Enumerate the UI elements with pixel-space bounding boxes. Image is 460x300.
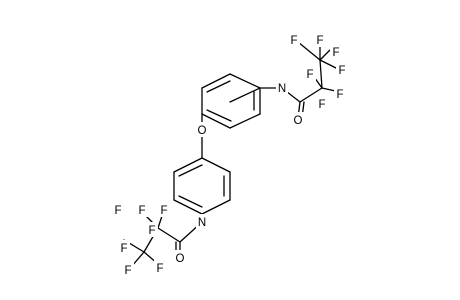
atom-labels: F F F F F F F N O O N O F F F F F F F xyxy=(112,32,348,277)
atom-Fn: F xyxy=(154,260,166,275)
atom-label: F xyxy=(114,205,121,217)
atom-label: F xyxy=(148,225,155,237)
bond xyxy=(206,80,231,93)
atom-Fd: F xyxy=(336,62,348,77)
atom-Fb: F xyxy=(314,32,326,47)
bond xyxy=(297,41,321,61)
atom-N1: N xyxy=(276,80,288,95)
atom-label: F xyxy=(160,205,167,217)
bond xyxy=(201,113,231,129)
atom-label: F xyxy=(138,205,145,217)
bond xyxy=(201,157,231,173)
bond xyxy=(229,87,261,103)
atom-Fc: F xyxy=(330,44,342,59)
atom-Oeth: O xyxy=(196,122,208,137)
atom-label: O xyxy=(294,115,303,127)
bond xyxy=(157,227,181,243)
atom-Fe: F xyxy=(304,66,316,81)
bond xyxy=(173,157,203,173)
atom-Fa: F xyxy=(288,32,300,47)
bond xyxy=(229,73,261,89)
atom-O2: O xyxy=(174,250,186,265)
bond xyxy=(206,109,232,122)
atom-label: F xyxy=(332,47,339,59)
bond xyxy=(229,113,261,129)
atom-label: O xyxy=(198,125,207,137)
atom-label: F xyxy=(306,69,313,81)
atom-Fk: F xyxy=(146,222,158,237)
atom-label: F xyxy=(318,99,325,111)
atom-Fi: F xyxy=(136,202,148,217)
bond xyxy=(178,164,203,177)
bond xyxy=(319,59,323,89)
atom-label: F xyxy=(290,35,297,47)
atom-label: F xyxy=(316,35,323,47)
bond xyxy=(201,199,231,215)
atom-Fg: F xyxy=(316,96,328,111)
atom-Ff: F xyxy=(334,86,346,101)
atom-label: F xyxy=(156,263,163,275)
bond xyxy=(173,199,203,215)
bond xyxy=(201,73,231,89)
atom-Fh: F xyxy=(158,202,170,217)
atom-label: N xyxy=(198,217,206,229)
bond xyxy=(178,195,203,208)
atom-O1: O xyxy=(292,112,304,127)
bond xyxy=(299,87,323,103)
atom-label: O xyxy=(176,253,185,265)
atom-Fl: F xyxy=(118,240,130,255)
atom-label: N xyxy=(278,83,286,95)
bond xyxy=(319,49,331,61)
atom-label: F xyxy=(124,265,131,277)
atom-label: F xyxy=(338,65,345,77)
atom-label: F xyxy=(120,243,127,255)
atom-label: F xyxy=(336,89,343,101)
atom-N2: N xyxy=(196,214,208,229)
atom-Fj: F xyxy=(112,202,124,217)
atom-Fm: F xyxy=(122,262,134,277)
